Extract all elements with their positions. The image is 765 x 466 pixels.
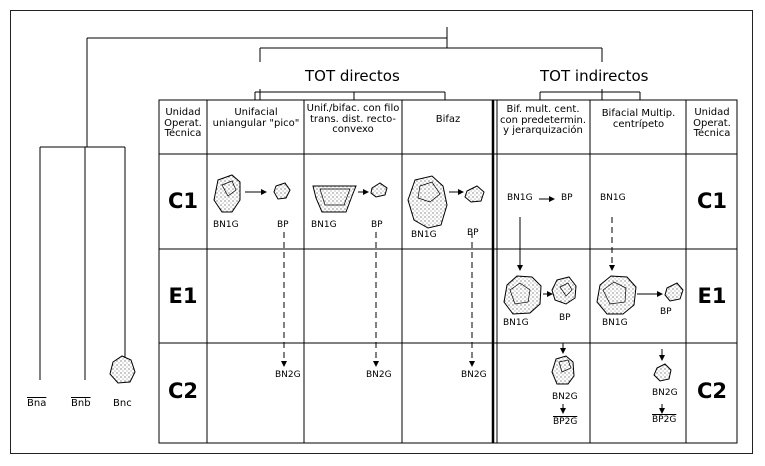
label-bn1g: BN1G — [600, 193, 626, 203]
label-bp2g: BP2G — [652, 415, 677, 425]
label-bn1g: BN1G — [507, 193, 533, 203]
label-bnb: Bnb — [71, 398, 91, 409]
row-label-e1-right: E1 — [697, 284, 727, 308]
flake-icon — [370, 182, 388, 198]
row-label-c2: C2 — [167, 379, 199, 403]
core-icon — [407, 175, 448, 229]
label-bna: Bna — [27, 398, 47, 409]
flake-icon — [464, 185, 485, 203]
label-bn2g: BN2G — [461, 370, 487, 380]
flake-icon — [653, 363, 672, 382]
dashed-arrows — [281, 217, 615, 367]
core-icon — [312, 185, 357, 213]
label-bp: BP — [371, 220, 383, 230]
label-bn2g: BN2G — [552, 392, 578, 402]
flake-icon — [551, 276, 577, 305]
pebble-icon — [109, 355, 136, 384]
group-title-indirect: TOT indirectos — [540, 67, 649, 85]
header-col5: Bifacial Multip. centrípeto — [601, 108, 676, 130]
header-col4: Bif. mult. cent. con predetermin. y jera… — [499, 104, 587, 136]
label-bn1g: BN1G — [411, 230, 437, 240]
tree-lines — [39, 27, 641, 380]
flake-icon — [273, 182, 291, 200]
label-bn2g: BN2G — [652, 388, 678, 398]
label-bp2g: BP2G — [553, 417, 578, 427]
label-bn1g: BN1G — [213, 220, 239, 230]
core-icon — [503, 275, 542, 315]
label-bn1g: BN1G — [311, 220, 337, 230]
label-bn1g: BN1G — [503, 318, 529, 328]
label-bp: BP — [559, 313, 571, 323]
header-unit-right: Unidad Operat. Técnica — [693, 107, 731, 139]
label-bn1g: BN1G — [602, 318, 628, 328]
tool-facets — [221, 180, 627, 373]
header-unit-left: Unidad Operat. Técnica — [164, 107, 202, 139]
flake-icon — [551, 355, 575, 385]
label-bp: BP — [561, 193, 573, 203]
label-bp: BP — [467, 228, 479, 238]
row-label-c1-right: C1 — [696, 189, 728, 213]
label-bp: BP — [277, 220, 289, 230]
header-col3: Bifaz — [435, 114, 461, 125]
row-label-e1: E1 — [168, 284, 198, 308]
label-bn2g: BN2G — [275, 370, 301, 380]
solid-arrows — [245, 189, 665, 361]
flake-icon — [664, 282, 684, 302]
tool-drawings — [109, 174, 684, 385]
label-bp: BP — [660, 307, 672, 317]
group-title-direct: TOT directos — [305, 67, 400, 85]
row-label-c2-right: C2 — [696, 379, 728, 403]
diagram-frame — [10, 10, 753, 454]
small-down-arrows — [560, 404, 665, 414]
core-icon — [596, 275, 637, 315]
label-bn2g: BN2G — [366, 370, 392, 380]
row-label-c1: C1 — [167, 189, 199, 213]
label-bnc: Bnc — [113, 398, 132, 409]
header-col1: Unifacial uniangular "pico" — [212, 107, 300, 129]
table-grid — [158, 99, 738, 444]
header-col2: Unif./bifac. con filo trans. dist. recto… — [306, 103, 400, 135]
